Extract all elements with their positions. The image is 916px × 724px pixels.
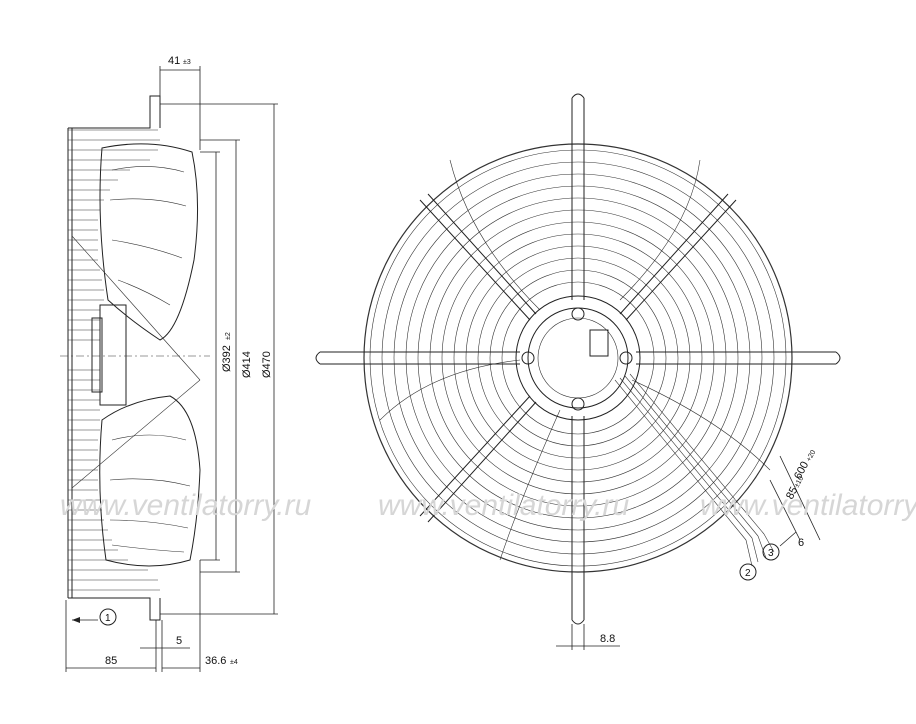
callout-2-label: 2 [745,568,751,579]
side-guard-frame [67,95,161,621]
hub-bolt-top [571,307,585,321]
dim-dia-392: Ø392 [221,345,233,372]
cable-bundle [614,373,775,567]
front-support-rods [315,93,841,625]
side-blade-lower [99,395,201,567]
terminal-box [589,329,609,357]
hub-bolt-left [521,351,535,365]
side-blade-upper [99,143,199,341]
dim-8-8-label: 8.8 [600,633,615,645]
dim-41-label: 41 [168,55,180,67]
front-hub-outer [515,295,641,421]
hub-bolt-bottom [571,397,585,411]
side-view: 41 ±3 Ø392 ±2 Ø414 Ø470 1 85 5 36.6 ±4 [60,55,278,672]
dim-85-cable-tol: ±10 [794,475,806,489]
dim-41-tol: ±3 [183,59,191,66]
dim-600-tol: +20 [806,449,818,463]
svg-text:www.ventilatorry.ru: www.ventilatorry.ru [700,489,916,522]
callout-1-label: 1 [105,613,111,624]
dim-dia-392-tol: ±2 [225,332,232,340]
dim-85-cable-label: 85 [784,485,800,501]
svg-text:www.ventilatorry.ru: www.ventilatorry.ru [378,489,629,522]
callout-3-label: 3 [768,548,774,559]
front-guard-rings [363,143,793,573]
hub-bolt-right [619,351,633,365]
dim-5-label: 5 [176,635,182,647]
callout-2-circle [739,563,757,581]
dim-dia-414: Ø414 [241,351,253,378]
watermark: www.ventilatorry.ru www.ventilatorry.ru … [60,489,916,522]
dim-85-label: 85 [105,655,117,667]
front-hub-inner [527,307,629,409]
side-motor-hub [99,304,127,406]
svg-text:www.ventilatorry.ru: www.ventilatorry.ru [60,489,311,522]
callout-3-circle [762,543,780,561]
front-blades [379,159,771,561]
dim-6-label: 6 [798,537,804,549]
front-view: 600 +20 85 ±10 6 2 3 8.8 [315,93,841,650]
callout-1-circle [99,608,117,626]
dim-dia-470: Ø470 [261,351,273,378]
side-motor-flange [91,317,103,393]
dim-36-6-label: 36.6 [205,655,226,667]
dim-36-6-tol: ±4 [230,659,238,666]
